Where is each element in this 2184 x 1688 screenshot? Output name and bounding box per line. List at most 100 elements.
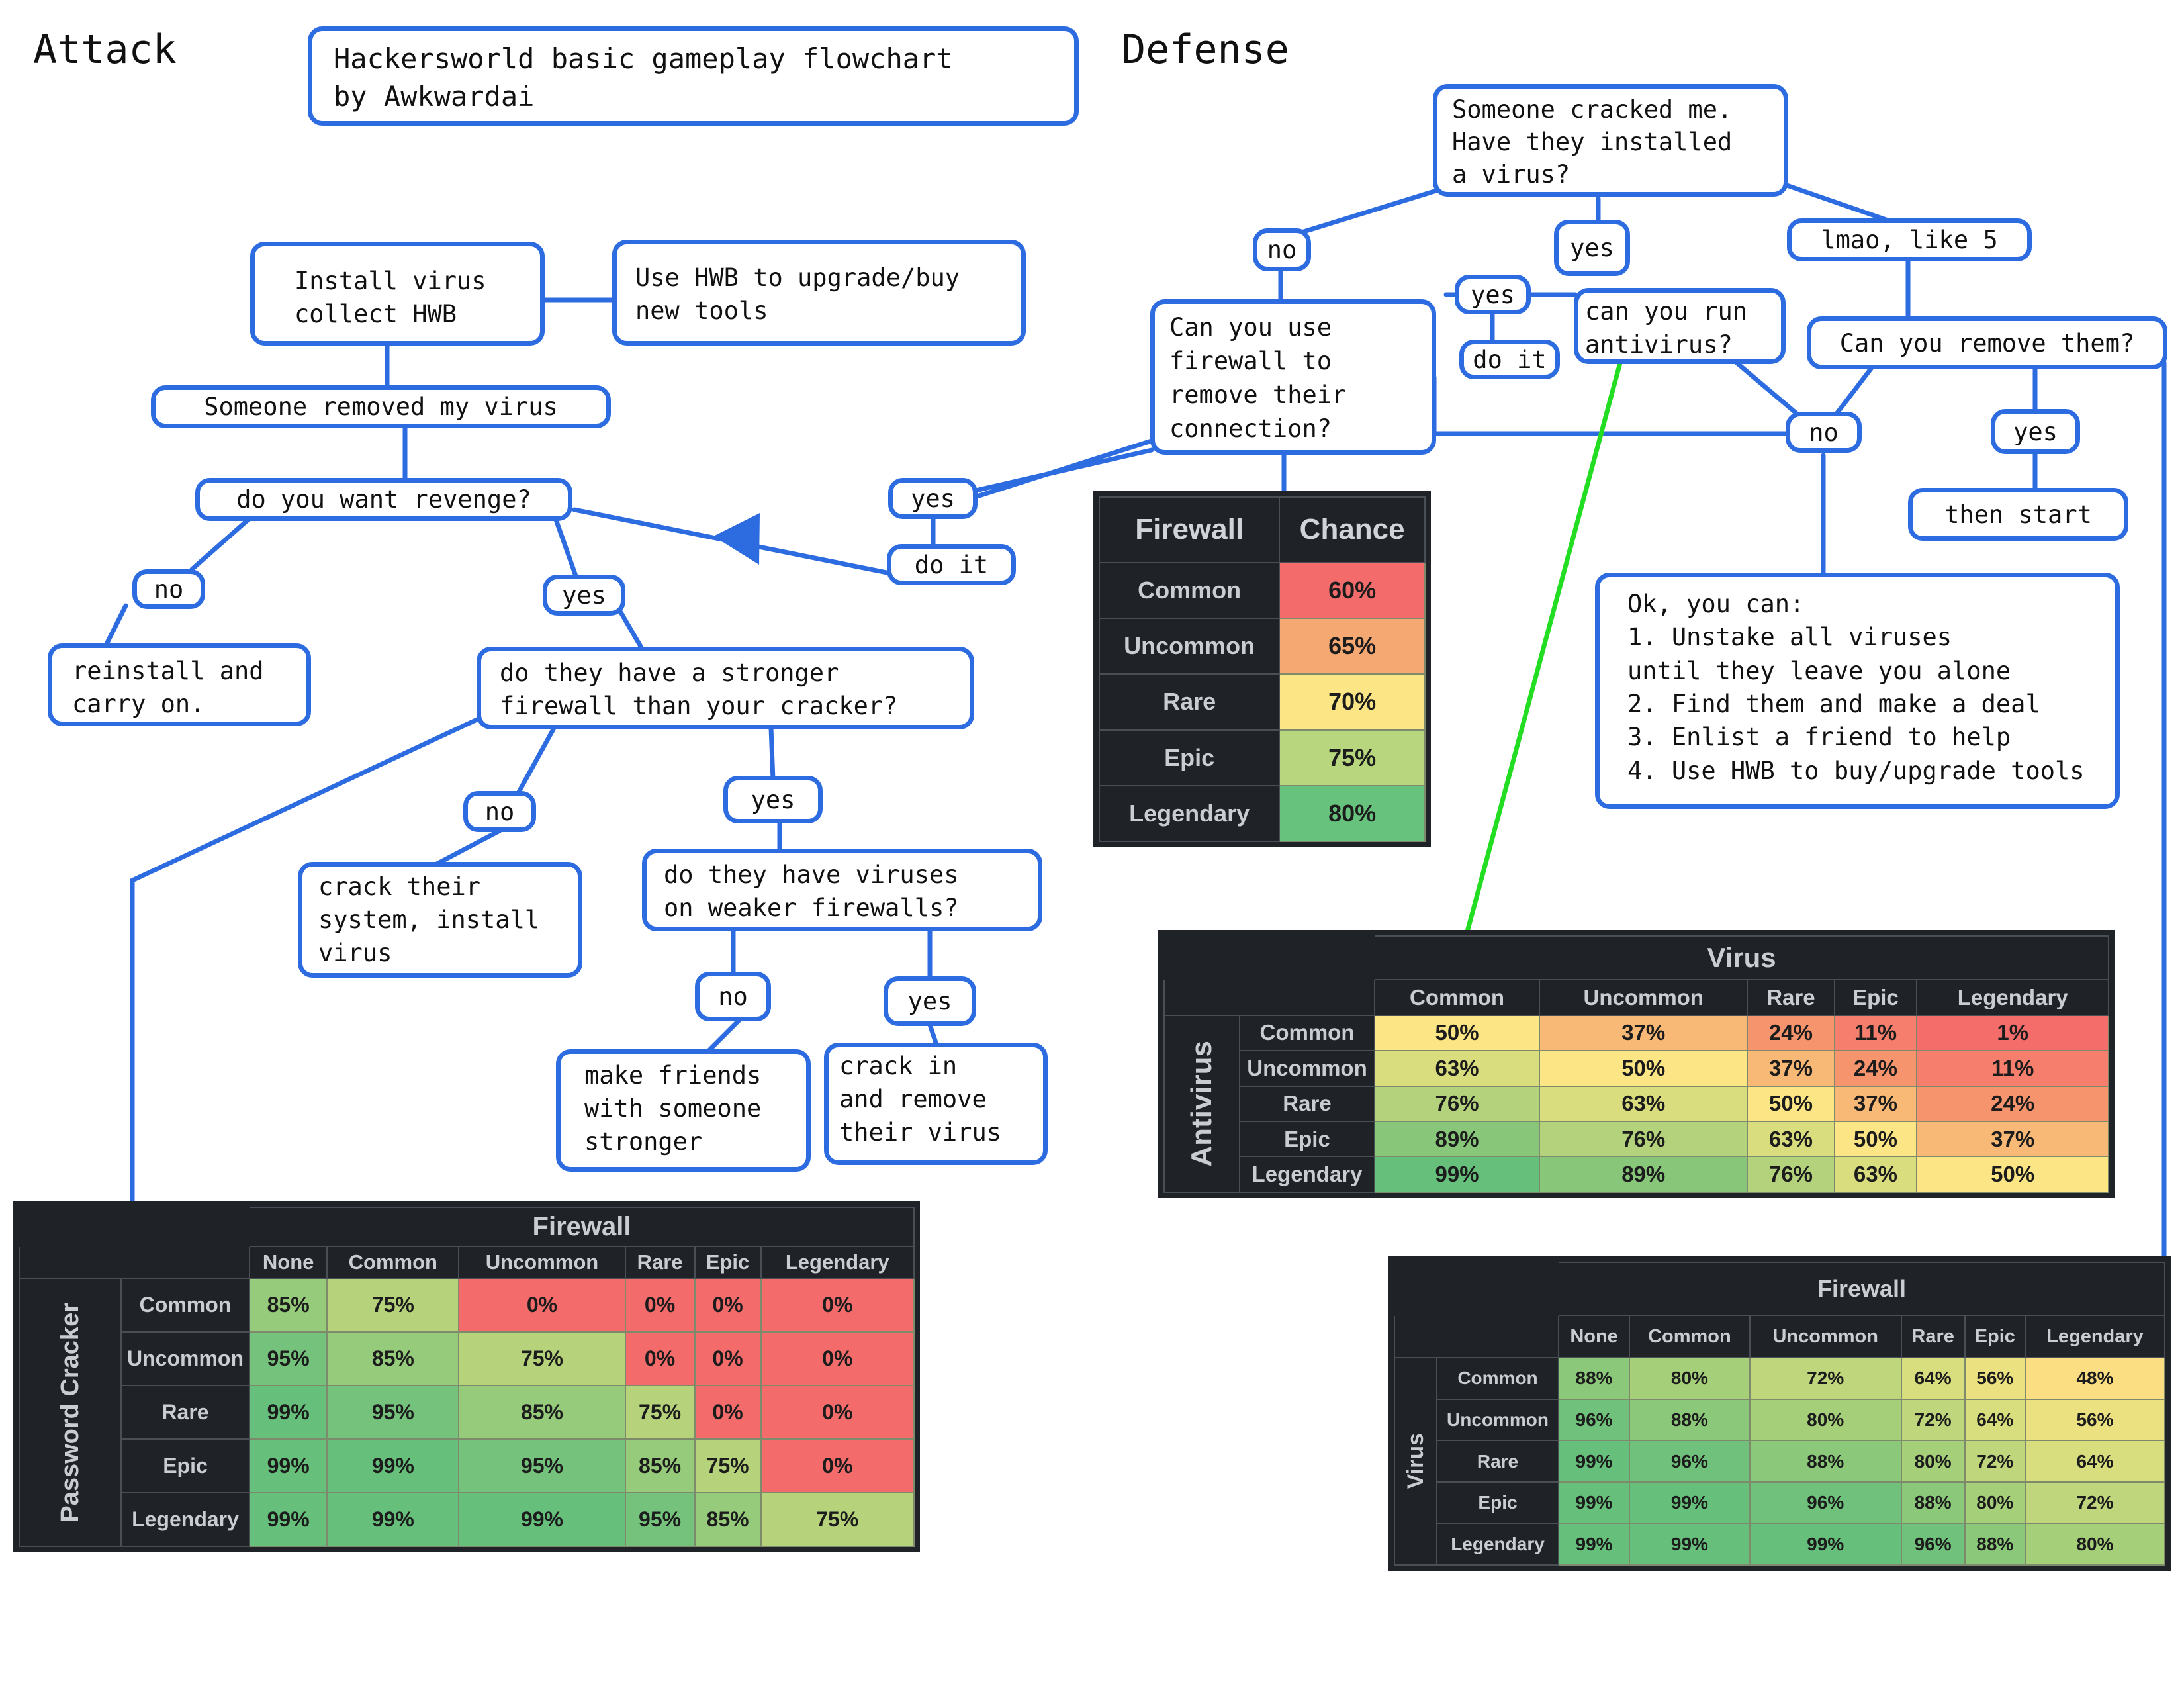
table-cell: 76% [1373, 1085, 1541, 1123]
table-cell: 99% [1557, 1440, 1631, 1483]
box-line: their virus [839, 1117, 1002, 1147]
row-header: Rare [1098, 673, 1281, 731]
box-line: 2. Find them and make a deal [1627, 689, 2040, 718]
table-cell: 80% [1749, 1398, 1902, 1442]
table-cell: 0% [694, 1385, 762, 1440]
table-cell: 24% [1833, 1050, 1918, 1087]
box-line: carry on. [72, 689, 205, 718]
yes-virus-pill: yes [1554, 220, 1630, 276]
blank-corner [1394, 1262, 1559, 1316]
table-cell: 99% [1557, 1523, 1631, 1566]
title-line: Hackersworld basic gameplay flowchart [334, 42, 953, 75]
row-header: Rare [120, 1385, 250, 1440]
column-header: Rare [624, 1246, 696, 1280]
table-title: Virus [1374, 935, 2109, 981]
no-virus-pill: no [1253, 228, 1311, 271]
box-line: do they have a stronger [500, 659, 839, 687]
no-stronger-pill: no [463, 791, 536, 832]
title-row: Virus [1163, 935, 2109, 981]
connector [1301, 186, 1445, 234]
row-header: Common [1239, 1014, 1375, 1052]
box-line: can you run [1585, 297, 1748, 326]
connector [515, 726, 557, 797]
table-cell: 80% [1900, 1440, 1966, 1483]
attack-header: Attack [33, 26, 177, 73]
table-cell: 11% [1833, 1014, 1918, 1052]
row-header: Legendary [1098, 784, 1281, 843]
box-line: remove their [1169, 381, 1347, 410]
table-cell: 88% [1964, 1523, 2026, 1566]
row-group-label: Virus [1394, 1357, 1437, 1566]
box-line: Install virus [295, 267, 486, 295]
box-line: Someone cracked me. [1452, 95, 1733, 124]
table-cell: 0% [694, 1331, 762, 1387]
column-header: Legendary [2024, 1314, 2166, 1359]
box-line: crack in [839, 1052, 958, 1080]
connector [927, 1022, 939, 1047]
table-cell: 72% [2024, 1481, 2166, 1524]
column-header: Firewall [1098, 496, 1281, 563]
lmao-like-5-pill: lmao, like 5 [1787, 218, 2032, 261]
table-cell: 99% [248, 1385, 328, 1440]
row-group-label-text: Password Cracker [56, 1302, 84, 1523]
table-cell: 96% [1900, 1523, 1966, 1566]
row-header: Rare [1239, 1085, 1375, 1123]
column-header: Epic [694, 1246, 762, 1280]
do-it-antivirus-pill: do it [1459, 340, 1560, 379]
column-header: Legendary [760, 1246, 915, 1280]
box-line: firewall to [1169, 347, 1332, 376]
table-cell: 99% [458, 1491, 626, 1548]
box-line: Can you use [1169, 313, 1332, 342]
table-cell: 48% [2024, 1357, 2166, 1400]
box-line: Ok, you can: [1627, 590, 1805, 618]
table-cell: 85% [694, 1491, 762, 1548]
arrowhead-icon [713, 513, 760, 565]
box-line: do they have viruses [664, 861, 959, 889]
table-cell: 99% [326, 1438, 460, 1493]
table-cell: 99% [248, 1491, 328, 1548]
row-header: Legendary [1239, 1156, 1375, 1193]
column-header: None [248, 1246, 328, 1280]
table-cell: 60% [1279, 561, 1426, 620]
table-cell: 95% [458, 1438, 626, 1493]
connector [189, 517, 251, 572]
box-line: crack their [318, 872, 481, 901]
box-line: system, install [318, 905, 540, 934]
table-cell: 85% [624, 1438, 696, 1493]
yes-weaker-pill: yes [884, 976, 976, 1026]
box-line: 3. Enlist a friend to help [1627, 723, 2011, 752]
table-cell: 88% [1749, 1440, 1902, 1483]
blank-corner [19, 1246, 250, 1280]
table-cell: 80% [1629, 1357, 1751, 1400]
table-cell: 72% [1749, 1357, 1902, 1400]
table-cell: 99% [326, 1491, 460, 1548]
box-line: make friends [584, 1061, 762, 1090]
table-cell: 99% [1373, 1156, 1541, 1193]
table-cell: 50% [1747, 1085, 1835, 1123]
table-cell: 72% [1900, 1398, 1966, 1442]
table-cell: 63% [1373, 1050, 1541, 1087]
table-cell: 0% [458, 1278, 626, 1333]
column-header: None [1557, 1314, 1631, 1359]
table-cell: 0% [760, 1385, 915, 1440]
then-start-pill: then start [1908, 488, 2128, 541]
column-header: Rare [1747, 979, 1835, 1016]
table-cell: 99% [1749, 1523, 1902, 1566]
row-header: Epic [1239, 1120, 1375, 1158]
